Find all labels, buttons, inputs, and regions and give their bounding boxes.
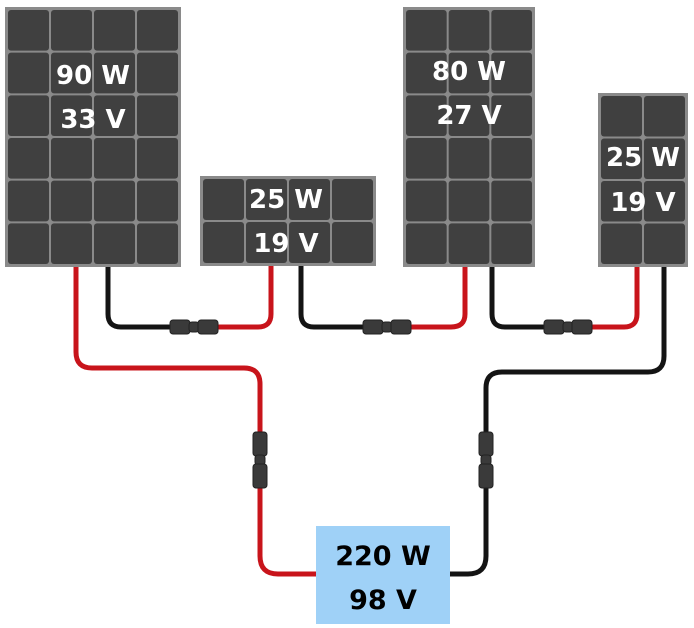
panel-power-label: 80 W xyxy=(432,57,506,87)
panel-cell xyxy=(601,96,642,137)
solar-panel-25w-small: 25 W 19 V xyxy=(200,176,376,266)
panel-cell xyxy=(8,223,49,264)
panel-cell xyxy=(406,180,447,222)
panel-cell xyxy=(491,223,532,264)
panel-cell xyxy=(601,138,642,179)
panel-power-label: 25 W xyxy=(606,143,680,173)
panel-cell xyxy=(8,10,49,51)
mc4-connector xyxy=(478,431,494,489)
panel-cell xyxy=(448,95,490,136)
panel-cell xyxy=(448,180,490,222)
total-voltage-label: 98 V xyxy=(349,585,417,616)
panel-cell xyxy=(137,223,178,264)
panel-cell xyxy=(94,138,135,179)
panel-power-label: 25 W xyxy=(249,185,323,215)
panel-cell xyxy=(94,10,135,51)
panel-cell xyxy=(406,10,447,51)
panel-cell xyxy=(332,222,373,263)
negative-wire-panel3-to-panel4 xyxy=(489,266,549,330)
mc4-connector xyxy=(543,319,593,335)
panel-cell xyxy=(448,138,490,179)
panel-cell xyxy=(491,95,532,136)
panel-cell xyxy=(94,95,135,136)
panel-cell xyxy=(491,138,532,179)
solar-panel-25w-tall: 25 W 19 V xyxy=(598,93,688,267)
panel-cell xyxy=(644,138,685,179)
panel-cell xyxy=(137,180,178,222)
panel-cell xyxy=(644,96,685,137)
panel-cell xyxy=(51,138,92,179)
panel-cell xyxy=(51,180,92,222)
panel-cell xyxy=(51,223,92,264)
panel-cell xyxy=(332,179,373,220)
panel-cell xyxy=(448,52,490,94)
panel-voltage-label: 27 V xyxy=(436,101,501,131)
panel-cell xyxy=(406,95,447,136)
panel-cell xyxy=(8,52,49,94)
positive-wire-panel2-to-panel1 xyxy=(214,266,274,330)
panel-cell xyxy=(289,179,330,220)
panel-voltage-label: 19 V xyxy=(253,229,318,259)
negative-wire-panel2-to-panel3 xyxy=(298,266,368,330)
panel-cell xyxy=(601,223,642,264)
panel-cell xyxy=(8,180,49,222)
panel-cell xyxy=(289,222,330,263)
panel-cell xyxy=(448,10,490,51)
total-output-background xyxy=(316,526,450,624)
total-output-box: 220 W 98 V xyxy=(316,526,450,624)
panel-cell xyxy=(51,10,92,51)
panel-cell xyxy=(406,138,447,179)
connectors xyxy=(169,319,593,489)
solar-panel-80w: 80 W 27 V xyxy=(403,7,535,267)
panel-cell xyxy=(601,181,642,222)
mc4-connector xyxy=(169,319,219,335)
panel-cell xyxy=(491,10,532,51)
negative-wire-panel1-to-panel2 xyxy=(105,266,175,330)
positive-wire-panel3-to-panel2 xyxy=(407,266,468,330)
panel-cell xyxy=(491,52,532,94)
panel-cell xyxy=(94,223,135,264)
negative-wire-main xyxy=(440,266,667,577)
panel-cell xyxy=(137,138,178,179)
mc4-connector xyxy=(362,319,412,335)
panel-voltage-label: 19 V xyxy=(610,188,675,218)
panel-cell xyxy=(94,52,135,94)
panel-cell xyxy=(51,52,92,94)
panel-cell xyxy=(8,138,49,179)
positive-wire-main xyxy=(73,266,320,577)
panel-voltage-label: 33 V xyxy=(60,105,125,135)
solar-panel-90w: 90 W 33 V xyxy=(5,7,181,267)
panel-power-label: 90 W xyxy=(56,61,130,91)
panel-cell xyxy=(644,181,685,222)
panel-cell xyxy=(406,52,447,94)
panel-cell xyxy=(137,95,178,136)
panel-cell xyxy=(94,180,135,222)
panel-cell xyxy=(644,223,685,264)
panel-cell xyxy=(448,223,490,264)
mc4-connector xyxy=(252,431,268,489)
panel-cell xyxy=(137,52,178,94)
panel-cell xyxy=(491,180,532,222)
positive-wire-panel4-to-panel3 xyxy=(588,266,640,330)
panel-cell xyxy=(51,95,92,136)
panel-cell xyxy=(246,222,287,263)
panel-cell xyxy=(203,222,244,263)
panel-cell xyxy=(246,179,287,220)
total-power-label: 220 W xyxy=(335,541,431,572)
panel-cell xyxy=(137,10,178,51)
panel-cell xyxy=(8,95,49,136)
solar-panels: 90 W 33 V 25 W 19 V 80 W 27 V 25 W 19 V xyxy=(5,7,688,267)
panel-cell xyxy=(406,223,447,264)
wires xyxy=(73,266,667,577)
panel-cell xyxy=(203,179,244,220)
